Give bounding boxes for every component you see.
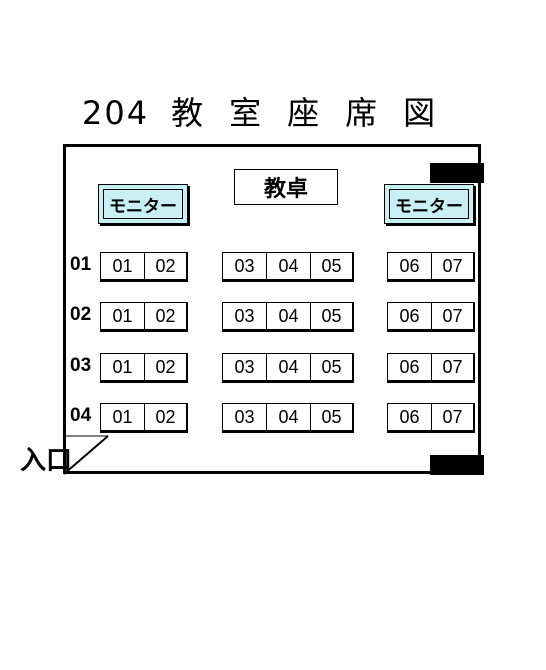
title-char: 席 (345, 94, 380, 132)
seat[interactable]: 03 (222, 302, 266, 330)
seat[interactable]: 01 (100, 252, 144, 280)
seat[interactable]: 02 (144, 403, 188, 431)
seat[interactable]: 01 (100, 403, 144, 431)
row-label: 01 (70, 254, 92, 275)
title-char: 図 (403, 94, 438, 132)
seat[interactable]: 06 (387, 252, 431, 280)
wall-pillar-bottom (430, 455, 484, 475)
seat[interactable]: 04 (266, 403, 310, 431)
seat[interactable]: 05 (310, 302, 354, 330)
seat[interactable]: 02 (144, 353, 188, 381)
seat[interactable]: 03 (222, 403, 266, 431)
monitor-label: モニター (103, 189, 183, 219)
seat[interactable]: 06 (387, 403, 431, 431)
seat[interactable]: 05 (310, 353, 354, 381)
seat[interactable]: 06 (387, 353, 431, 381)
row-label: 04 (70, 405, 92, 426)
seat[interactable]: 06 (387, 302, 431, 330)
seat[interactable]: 03 (222, 353, 266, 381)
title-char: 座 (287, 94, 322, 132)
row-label: 02 (70, 304, 92, 325)
door-icon (63, 435, 109, 475)
seat[interactable]: 04 (266, 353, 310, 381)
monitor-right: モニター (384, 184, 474, 224)
seat[interactable]: 07 (431, 252, 475, 280)
seat[interactable]: 07 (431, 353, 475, 381)
monitor-left: モニター (98, 184, 188, 224)
seat[interactable]: 02 (144, 252, 188, 280)
title-char: 教 (171, 94, 206, 132)
teacher-podium: 教卓 (234, 169, 338, 205)
seat[interactable]: 07 (431, 302, 475, 330)
seat[interactable]: 01 (100, 353, 144, 381)
row-label: 03 (70, 355, 92, 376)
page-title: 204 教室座席図 (82, 88, 461, 134)
seat[interactable]: 04 (266, 252, 310, 280)
title-char: 室 (229, 94, 264, 132)
seat[interactable]: 03 (222, 252, 266, 280)
seat[interactable]: 05 (310, 403, 354, 431)
seat[interactable]: 02 (144, 302, 188, 330)
seat[interactable]: 05 (310, 252, 354, 280)
seat[interactable]: 04 (266, 302, 310, 330)
monitor-label: モニター (389, 189, 469, 219)
seat[interactable]: 07 (431, 403, 475, 431)
room-number: 204 (82, 94, 150, 132)
seat[interactable]: 01 (100, 302, 144, 330)
wall-pillar-top (430, 163, 484, 183)
